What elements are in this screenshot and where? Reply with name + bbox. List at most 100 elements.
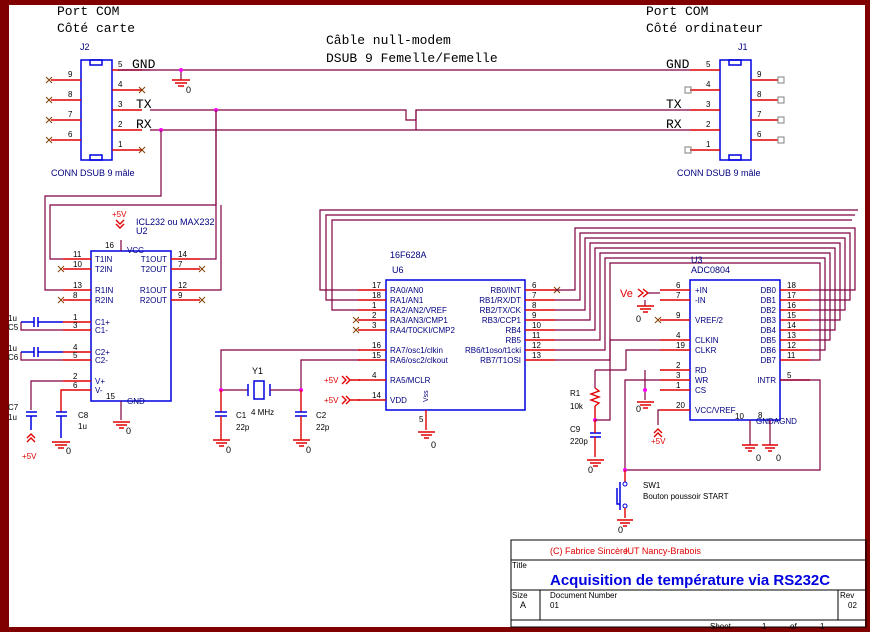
u3-pin-number: 9 (676, 311, 681, 320)
u3-pin-name: -IN (695, 296, 706, 305)
u3-pin-number: 2 (676, 361, 681, 370)
open-pin-marker (777, 136, 785, 144)
j1-pin-number: 4 (706, 80, 711, 89)
u2-pin-number: 12 (178, 281, 187, 290)
svg-text:22p: 22p (316, 423, 330, 432)
u2-pin-number: 8 (73, 291, 78, 300)
bus-wire (555, 232, 851, 301)
j2-pin-number: 3 (118, 100, 123, 109)
crystal-y1[interactable]: Y1 4 MHz (221, 366, 301, 417)
j1-pin-number: 5 (706, 60, 711, 69)
svg-text:C7: C7 (8, 403, 19, 412)
u2-pin-name: T1OUT (141, 255, 167, 264)
u3-pin-number: 19 (676, 341, 685, 350)
u3-gnd-label: GNDAGND (756, 417, 797, 426)
u2-pin-name: R1IN (95, 286, 113, 295)
u3-pin-name: CLKIN (695, 336, 719, 345)
j1-body (719, 59, 752, 161)
bus-wire (319, 209, 858, 291)
svg-text:of: of (790, 622, 797, 631)
ve-input[interactable]: Ve (620, 288, 660, 300)
data-bus-wires (319, 209, 858, 361)
u6-pin-number: 7 (532, 291, 537, 300)
svg-text:0: 0 (431, 440, 436, 450)
svg-text:0: 0 (618, 525, 623, 535)
svg-text:0: 0 (126, 426, 131, 436)
no-connect-mark (654, 316, 662, 324)
u3-pin-number: 3 (676, 371, 681, 380)
capacitor-c1[interactable]: 0 C1 22p (213, 390, 250, 455)
j1-pin-number: 1 (706, 140, 711, 149)
j2-pin-number: 1 (118, 140, 123, 149)
switch-sw1-start[interactable]: 0 SW1 Bouton poussoir START (616, 379, 821, 535)
null-modem-wires (118, 69, 690, 131)
osc-wires (219, 349, 360, 392)
svg-text:4 MHz: 4 MHz (251, 408, 274, 417)
svg-text:Size: Size (512, 591, 528, 600)
u6-pin-number: 10 (532, 321, 541, 330)
u6-pin-number: 16 (372, 341, 381, 350)
svg-text:A: A (520, 600, 526, 610)
u2-pin-name: T1IN (95, 255, 113, 264)
heading-left-line1: Port COM (57, 4, 119, 19)
capacitor-c7[interactable]: C7 1u +5V (8, 380, 63, 461)
j2-notch-bottom (89, 154, 103, 161)
svg-text:1u: 1u (8, 314, 17, 323)
copyright-text: (C) Fabrice Sincère (550, 546, 628, 556)
u6-pin-number: 18 (372, 291, 381, 300)
no-connect-mark (138, 146, 146, 154)
u2-pin-number: 13 (73, 281, 82, 290)
svg-text:0: 0 (66, 446, 71, 456)
capacitor-c2[interactable]: 0 C2 22p (293, 390, 330, 455)
ic-u2-max232[interactable]: ICL232 ou MAX232 U2 VCC GND 16 15 (90, 217, 215, 420)
svg-text:02: 02 (848, 601, 857, 610)
j1-pin-number: 9 (757, 70, 762, 79)
u6-pin-number: 13 (532, 351, 541, 360)
j2-pin-number: 4 (118, 80, 123, 89)
u2-pin-number: 11 (73, 250, 82, 259)
bus-wire (555, 237, 846, 311)
j2-pin-number: 7 (68, 110, 73, 119)
svg-text:10: 10 (735, 412, 744, 421)
ground-u2: 0 (113, 421, 131, 436)
svg-text:16: 16 (105, 241, 114, 250)
j1-rx-label: RX (666, 117, 682, 132)
svg-text:0: 0 (226, 445, 231, 455)
svg-text:+5V: +5V (22, 452, 37, 461)
u2-vcc-label: VCC (127, 246, 144, 255)
no-connect-mark (198, 265, 206, 273)
u2-pin-number: 1 (73, 313, 78, 322)
svg-text:Bouton poussoir START: Bouton poussoir START (643, 492, 729, 501)
svg-text:1: 1 (820, 622, 825, 631)
ic-u6-pic16f628a[interactable]: 16F628A U6 Vss 5 0 (385, 250, 526, 450)
u2-pin-number: 7 (178, 260, 183, 269)
u6-pin-name: RB7/T1OSI (480, 356, 521, 365)
capacitor-c5[interactable]: 1u C5 (8, 314, 63, 332)
u3-pin-name: CLKR (695, 346, 717, 355)
svg-text:+5V: +5V (324, 376, 339, 385)
u6-pin-name: RB2/TX/CK (480, 306, 522, 315)
u2-pin-number: 5 (73, 351, 78, 360)
u3-pin-number: 4 (676, 331, 681, 340)
u6-pin-number: 2 (372, 311, 377, 320)
j2-ref: J2 (80, 42, 90, 52)
u6-pin-name: RA2/AN2/VREF (390, 306, 447, 315)
svg-text:1: 1 (762, 622, 767, 631)
svg-text:R1: R1 (570, 389, 581, 398)
svg-text:15: 15 (106, 392, 115, 401)
capacitor-c6[interactable]: 1u C6 (8, 344, 63, 362)
ground-symbol: 0 (172, 68, 191, 95)
heading-cable-line2: DSUB 9 Femelle/Femelle (326, 51, 498, 66)
u6-pin-name: RA0/AN0 (390, 286, 424, 295)
capacitor-c8[interactable]: C8 1u 0 (52, 389, 89, 456)
u3-pin-name: CS (695, 386, 706, 395)
u2-pin-name: C2- (95, 356, 108, 365)
u2-pin-number: 9 (178, 291, 183, 300)
u3-pin-name: RD (695, 366, 707, 375)
u3-pin-name: VREF/2 (695, 316, 724, 325)
ic-u3-adc0804[interactable]: U3 ADC0804 GNDAGND 10 8 0 0 (689, 255, 797, 463)
resistor-r1[interactable]: R1 10k (570, 339, 660, 422)
capacitor-c9[interactable]: C9 220p 0 (570, 420, 604, 475)
u3-pin-number: 1 (676, 381, 681, 390)
j1-pin-number: 7 (757, 110, 762, 119)
